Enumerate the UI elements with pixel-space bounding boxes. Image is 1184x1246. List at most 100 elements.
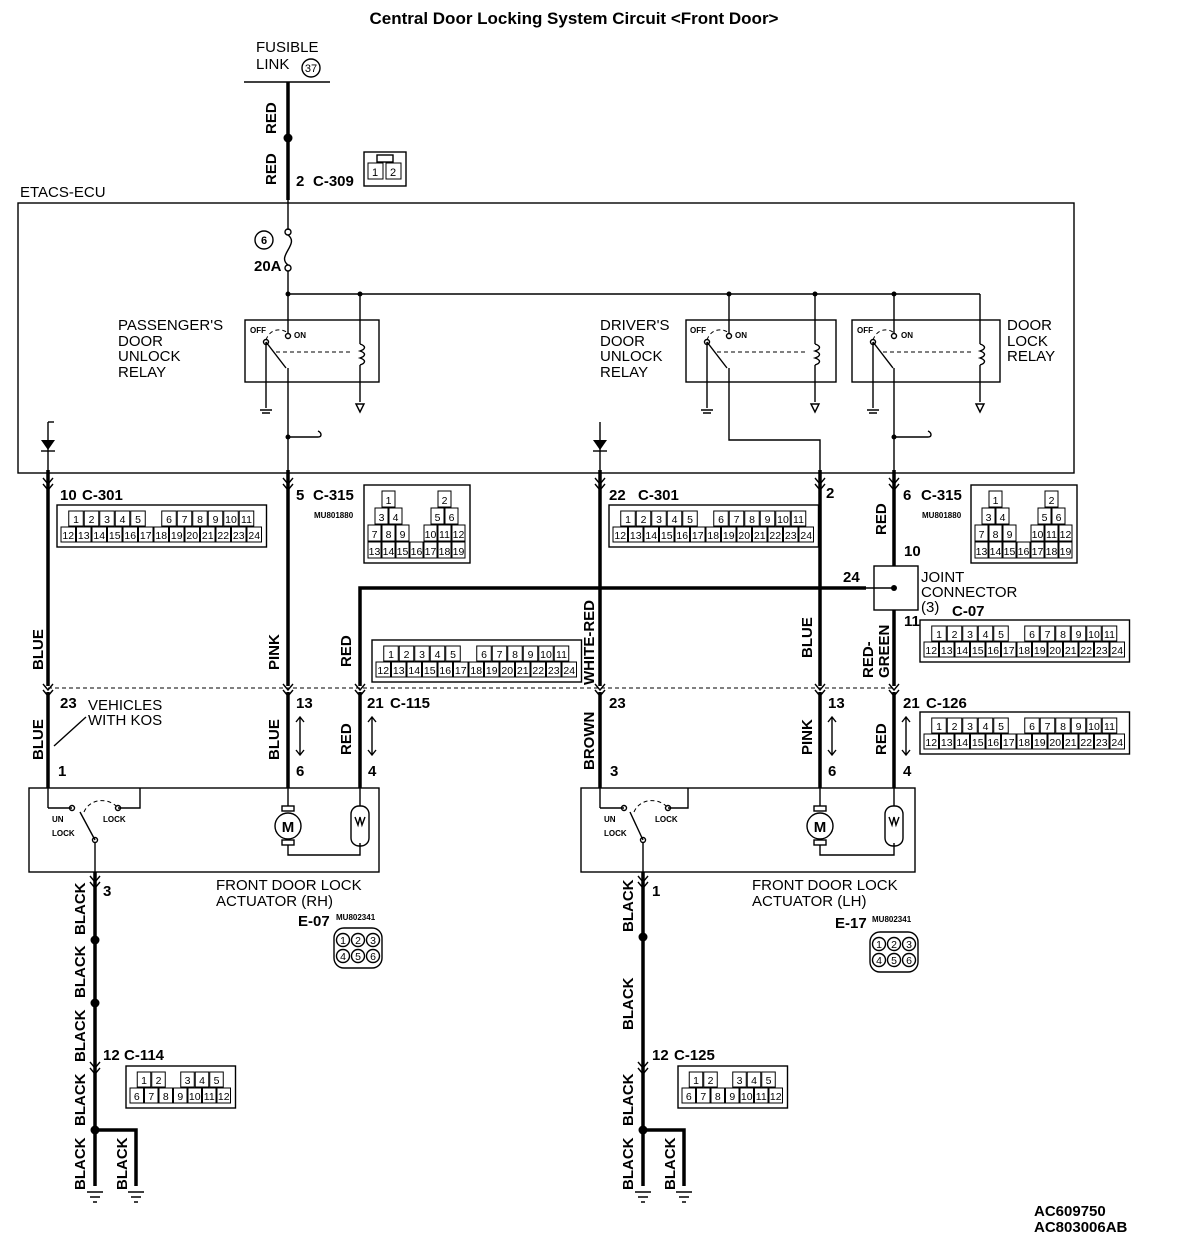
pin-label: 12 <box>614 530 626 542</box>
pin-label: 16 <box>411 546 423 558</box>
fuse-20a: 6 20A <box>254 200 293 275</box>
pin-label: 18 <box>470 665 482 677</box>
pin-label: 7 <box>148 1091 154 1103</box>
pin-label: 16 <box>1018 546 1030 558</box>
pin-label: 12 <box>377 665 389 677</box>
svg-text:6: 6 <box>296 763 304 780</box>
pin-label: 1 <box>936 629 942 641</box>
pin-label: 1 <box>876 939 882 951</box>
diagram-title: Central Door Locking System Circuit <Fro… <box>369 9 778 28</box>
pin-label: 2 <box>952 629 958 641</box>
pin-label: 2 <box>952 721 958 733</box>
svg-text:PINK: PINK <box>799 719 816 755</box>
pin-label: 10 <box>1032 529 1044 541</box>
svg-text:1: 1 <box>652 883 660 900</box>
pin-label: 14 <box>93 530 105 542</box>
pin-label: 7 <box>734 514 740 526</box>
middle-wires: BLUE PINK RED WHITE-RED BLUE RED RED- GR… <box>30 470 896 686</box>
pin-label: 19 <box>1034 737 1046 749</box>
pin-label: 11 <box>756 1091 767 1103</box>
diodes <box>41 421 607 470</box>
ecu-box <box>17 202 1075 474</box>
svg-text:4: 4 <box>903 763 912 780</box>
pin-label: 18 <box>707 530 719 542</box>
pin-label: 5 <box>998 629 1004 641</box>
svg-text:C-125: C-125 <box>674 1047 715 1064</box>
pin-label: 16 <box>987 737 999 749</box>
svg-text:10: 10 <box>904 543 921 560</box>
pin-label: 6 <box>449 512 455 524</box>
svg-text:4: 4 <box>368 763 377 780</box>
pin-label: 22 <box>1080 737 1092 749</box>
pin-label: 20 <box>501 665 513 677</box>
pin-label: 11 <box>1046 529 1057 541</box>
svg-text:CONNECTOR: CONNECTOR <box>921 584 1018 601</box>
svg-text:GREEN: GREEN <box>876 625 893 678</box>
pin-label: 5 <box>998 721 1004 733</box>
pin-label: 14 <box>408 665 420 677</box>
pin-label: 21 <box>517 665 529 677</box>
pin-label: 23 <box>1096 737 1108 749</box>
svg-text:13: 13 <box>828 695 845 712</box>
pin-label: 6 <box>1029 721 1035 733</box>
pin-label: 12 <box>925 737 937 749</box>
pin-label: 19 <box>453 546 465 558</box>
pin-label: 13 <box>976 546 988 558</box>
pin-label: 5 <box>435 512 441 524</box>
svg-text:12: 12 <box>652 1047 669 1064</box>
pin-label: 10 <box>540 649 552 661</box>
svg-text:MU801880: MU801880 <box>922 511 962 520</box>
pin-label: 4 <box>672 514 678 526</box>
pin-label: 11 <box>556 649 567 661</box>
pin-label: 8 <box>512 649 518 661</box>
svg-text:21: 21 <box>903 695 920 712</box>
svg-text:LOCK: LOCK <box>655 815 678 824</box>
pin-label: 1 <box>625 514 631 526</box>
svg-text:RED: RED <box>263 102 280 134</box>
pin-label: 1 <box>388 649 394 661</box>
svg-text:21: 21 <box>367 695 384 712</box>
fusible-link-number: 37 <box>305 63 317 75</box>
pin-label: 6 <box>906 955 912 967</box>
pin-label: 16 <box>987 645 999 657</box>
ecu-output-connectors: 10 C-301 5 C-315 MU801880 22 C-301 2 6 C… <box>42 477 962 520</box>
fusible-link-label: FUSIBLE <box>256 39 319 56</box>
svg-text:DOOR: DOOR <box>118 333 163 350</box>
pin-label: 24 <box>1111 737 1123 749</box>
pin-label: 3 <box>737 1075 743 1087</box>
svg-text:20A: 20A <box>254 258 282 275</box>
pin-label: 22 <box>532 665 544 677</box>
svg-text:BLUE: BLUE <box>30 719 47 760</box>
drawing-id-2: AC803006AB <box>1034 1219 1128 1236</box>
pin-label: 3 <box>370 935 376 947</box>
pin-label: 11 <box>439 529 450 541</box>
motor-icon <box>806 812 834 840</box>
svg-text:BLACK: BLACK <box>620 879 637 932</box>
pin-label: 23 <box>548 665 560 677</box>
svg-text:C-114: C-114 <box>124 1047 165 1064</box>
svg-text:BLACK: BLACK <box>662 1137 679 1190</box>
svg-text:BLUE: BLUE <box>799 617 816 658</box>
pin-label: 9 <box>765 514 771 526</box>
pin-label: 3 <box>185 1075 191 1087</box>
pin-label: 22 <box>769 530 781 542</box>
svg-text:DOOR: DOOR <box>1007 317 1052 334</box>
pin-label: 10 <box>777 514 789 526</box>
fusible-link-label-2: LINK <box>256 56 289 73</box>
pin-label: 10 <box>1088 721 1100 733</box>
svg-text:RELAY: RELAY <box>1007 348 1055 365</box>
svg-text:24: 24 <box>843 569 860 586</box>
pin-label: 9 <box>1076 629 1082 641</box>
pin-label: 17 <box>455 665 467 677</box>
pin-label: 14 <box>990 546 1002 558</box>
pin-label: 13 <box>941 737 953 749</box>
svg-text:C-309: C-309 <box>313 173 354 190</box>
pin-label: 1 <box>141 1075 147 1087</box>
svg-text:BLACK: BLACK <box>72 945 89 998</box>
pin-label: 4 <box>435 649 441 661</box>
pin-label: 9 <box>1076 721 1082 733</box>
svg-text:DRIVER'S: DRIVER'S <box>600 317 670 334</box>
svg-text:2: 2 <box>826 485 834 502</box>
svg-text:BLUE: BLUE <box>266 719 283 760</box>
